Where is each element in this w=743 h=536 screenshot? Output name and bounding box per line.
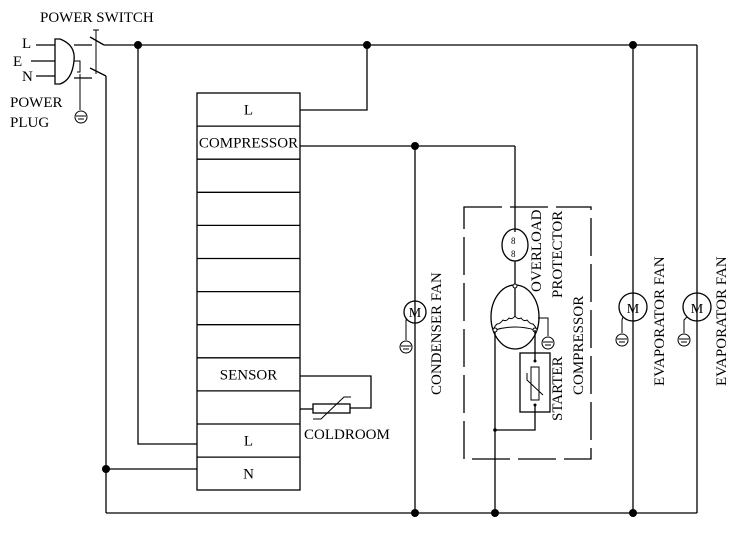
coldroom-label: COLDROOM	[304, 427, 390, 443]
condenser-motor-label: M	[409, 306, 422, 321]
evaporator-fan-label-1: EVAPORATOR FAN	[652, 256, 668, 386]
ground-icon	[677, 333, 691, 347]
condenser-fan-label: CONDENSER FAN	[429, 272, 445, 395]
terminal-row-label: COMPRESSOR	[199, 136, 298, 152]
ground-icon	[615, 333, 629, 347]
terminal-row-label: L	[244, 434, 253, 450]
ground-icon	[74, 110, 88, 124]
evap-motor-label-2: M	[691, 302, 704, 317]
terminal-row-label: N	[243, 467, 254, 483]
ground-icon	[541, 336, 555, 350]
wires	[104, 44, 698, 514]
terminal-block: L COMPRESSOR SENSOR L N	[196, 92, 301, 491]
compressor-unit: 8 8 OVERLOAD PROTECTOR COMPRESSOR START	[463, 206, 592, 460]
power-switch-label: POWER SWITCH	[40, 10, 154, 26]
motor-icon	[403, 300, 427, 324]
pin-label-l: L	[22, 36, 31, 52]
starter-label: STARTER	[550, 356, 566, 421]
power-plug-label-1: POWER	[10, 95, 63, 111]
evap-motor-label-1: M	[627, 302, 640, 317]
ground-icon	[399, 340, 413, 354]
starter-ptc-icon	[530, 366, 540, 401]
protector-label: PROTECTOR	[550, 211, 566, 298]
coldroom-sensor: COLDROOM	[300, 375, 390, 443]
overload-label: OVERLOAD	[529, 209, 545, 292]
pin-label-n: N	[22, 69, 33, 85]
evaporator-fan-label-2: EVAPORATOR FAN	[714, 256, 730, 386]
power-plug-label-2: PLUG	[10, 115, 49, 131]
power-switch: POWER SWITCH	[40, 10, 154, 79]
evaporator-fan-1: M EVAPORATOR FAN	[615, 256, 668, 386]
terminal-row-label: SENSOR	[220, 367, 278, 383]
power-plug: L E N POWER PLUG	[10, 36, 88, 131]
plug-body	[54, 38, 75, 85]
svg-text:8: 8	[511, 236, 516, 246]
terminal-row-label: L	[244, 103, 253, 119]
compressor-label: COMPRESSOR	[571, 296, 587, 395]
svg-text:8: 8	[511, 249, 516, 259]
pin-label-e: E	[13, 54, 22, 70]
evaporator-fan-2: M EVAPORATOR FAN	[677, 256, 730, 386]
junctions	[102, 41, 637, 517]
motor-icon	[682, 292, 712, 322]
motor-icon	[618, 292, 648, 322]
condenser-fan: M CONDENSER FAN	[399, 272, 445, 395]
